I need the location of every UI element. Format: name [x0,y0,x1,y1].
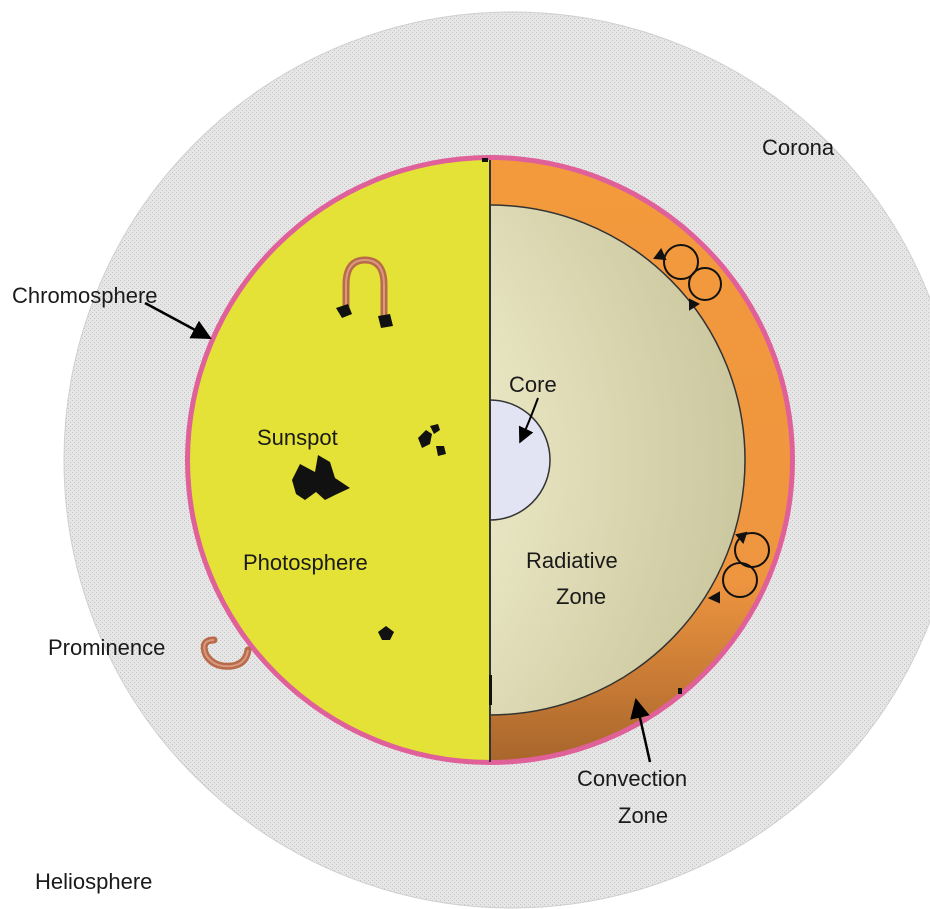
label-prominence: Prominence [48,635,165,660]
label-heliosphere: Heliosphere [35,869,152,894]
label-photosphere: Photosphere [243,550,368,575]
label-radiative-zone-line1: Radiative [526,548,618,573]
label-convection-zone-line2: Zone [618,803,668,828]
label-corona: Corona [762,135,835,160]
label-core: Core [509,372,557,397]
divider-tick-right [678,688,682,694]
divider-tick-bottom [489,675,492,705]
label-convection-zone-line1: Convection [577,766,687,791]
label-radiative-zone-line2: Zone [556,584,606,609]
label-chromosphere: Chromosphere [12,283,158,308]
label-sunspot: Sunspot [257,425,338,450]
divider-tick-top [482,158,488,162]
